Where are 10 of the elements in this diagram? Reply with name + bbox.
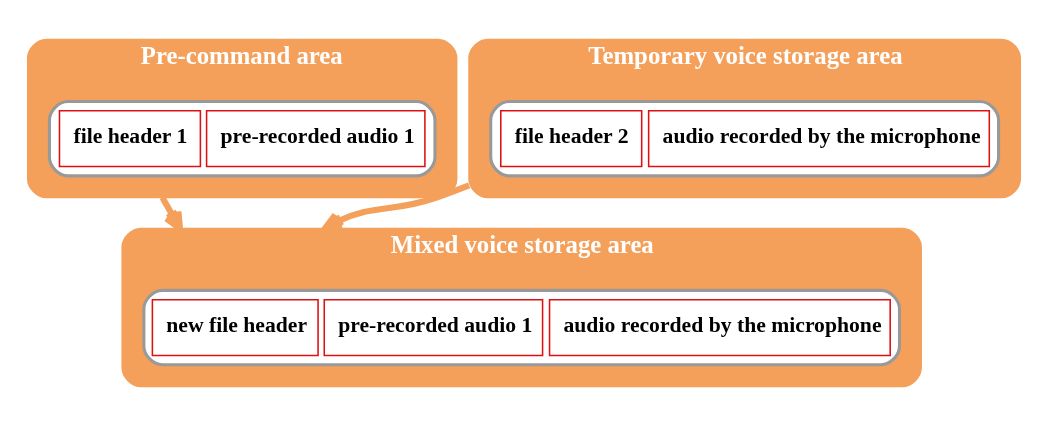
node-box: file header 2	[500, 110, 643, 168]
cluster	[142, 288, 902, 367]
cluster	[47, 99, 437, 178]
cluster	[489, 99, 1001, 178]
node-box: audio recorded by the microphone	[647, 110, 991, 168]
node-box: file header 1	[58, 110, 202, 168]
node-box: audio recorded by the microphone	[548, 298, 891, 357]
node-box: new file header	[151, 298, 319, 357]
node-box: pre-recorded audio 1	[323, 298, 544, 357]
node-box: pre-recorded audio 1	[205, 110, 426, 168]
